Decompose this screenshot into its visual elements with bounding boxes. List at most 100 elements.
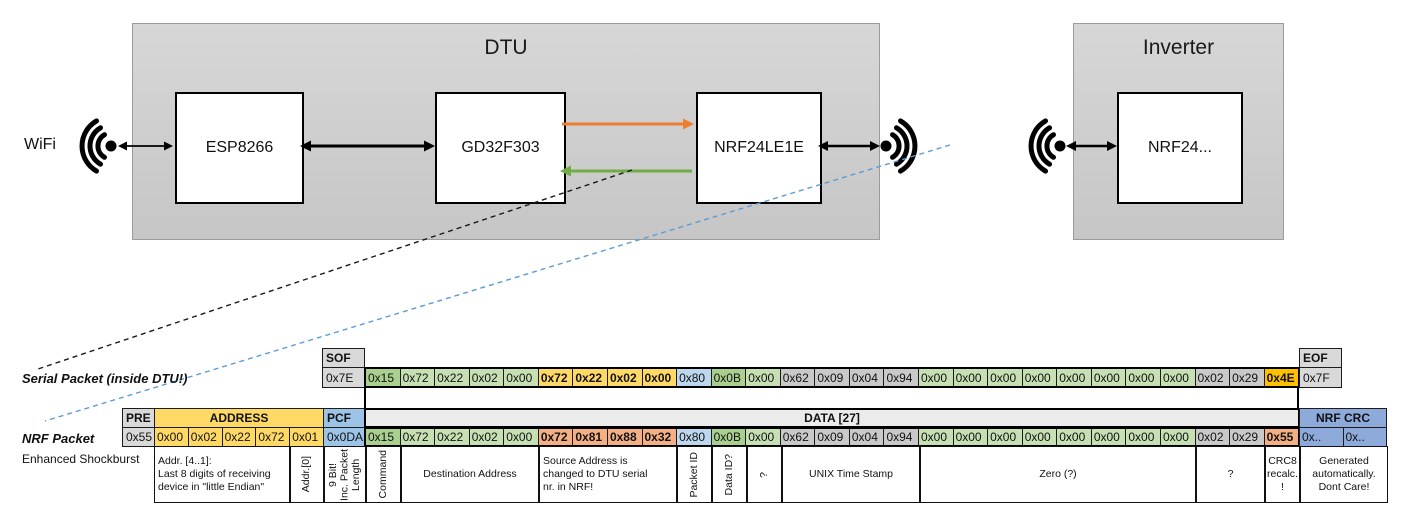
chip-inverter-nrf24: NRF24... — [1117, 92, 1243, 204]
byte-cell: 0x00 — [1160, 429, 1196, 445]
pcf-value: 0x0DA — [323, 427, 365, 447]
annotation-cell: 9 Bit! Inc. Packet Length — [324, 446, 366, 503]
annotation-cell: Packet ID — [677, 446, 712, 503]
byte-cell: 0x22 — [435, 429, 470, 445]
byte-cell: 0x00 — [1057, 429, 1092, 445]
byte-cell: 0x29 — [1230, 429, 1265, 445]
byte-cell: 0x00 — [953, 369, 989, 386]
annotation-cell: CRC8 recalc. ! — [1265, 446, 1300, 503]
nrf-packet-label: NRF Packet — [22, 431, 95, 446]
byte-cell: 0x62 — [780, 429, 816, 445]
annotation-cell: Command — [366, 446, 401, 503]
annotation-cell: Source Address is changed to DTU serial … — [539, 446, 677, 503]
nrf-annotation-row: Addr. [4..1]: Last 8 digits of receiving… — [154, 446, 1392, 503]
table-connector-line — [364, 388, 366, 409]
byte-cell: 0x22 — [573, 369, 608, 386]
serial-packet-label: Serial Packet (inside DTU!) — [22, 371, 188, 386]
byte-cell: 0x62 — [780, 369, 816, 386]
byte-cell: 0x0B — [711, 429, 747, 445]
byte-cell: 0x29 — [1230, 369, 1265, 386]
pre-header: PRE — [122, 408, 155, 428]
byte-cell: 0x00 — [1160, 369, 1196, 386]
byte-cell: 0x00 — [1022, 369, 1058, 386]
dtu-title: DTU — [484, 36, 528, 59]
byte-cell: 0x02 — [188, 428, 223, 446]
byte-cell: 0x09 — [815, 429, 850, 445]
nrf-crc-header: NRF CRC — [1299, 408, 1387, 428]
byte-cell: 0x4E — [1264, 369, 1299, 386]
byte-cell: 0x00 — [642, 369, 678, 386]
annotation-cell: ? — [747, 446, 782, 503]
byte-cell: 0x15 — [366, 429, 401, 445]
annotation-cell: Addr. [4..1]: Last 8 digits of receiving… — [154, 446, 290, 503]
annotation-cell: ? — [1196, 446, 1265, 503]
table-connector-line — [1297, 388, 1299, 409]
pcf-header: PCF — [323, 408, 365, 428]
byte-cell: 0x09 — [815, 369, 850, 386]
serial-header-spacer — [365, 348, 1299, 368]
byte-cell: 0x94 — [884, 429, 919, 445]
byte-cell: 0x04 — [849, 429, 885, 445]
byte-cell: 0x15 — [366, 369, 401, 386]
nrf-packet-sublabel: Enhanced Shockburst — [22, 452, 140, 466]
address-header: ADDRESS — [154, 408, 324, 428]
sof-header: SOF — [322, 348, 365, 368]
byte-cell: 0x.. — [1300, 428, 1344, 446]
byte-cell: 0x.. — [1343, 428, 1386, 446]
data-header: DATA [27] — [364, 408, 1300, 428]
sof-value: 0x7E — [322, 367, 365, 388]
wifi-icon — [880, 118, 918, 174]
byte-cell: 0x00 — [988, 369, 1023, 386]
byte-cell: 0x00 — [1126, 369, 1161, 386]
wifi-icon — [79, 118, 117, 174]
byte-cell: 0x00 — [746, 369, 781, 386]
byte-cell: 0x01 — [290, 428, 323, 446]
annotation-cell: Zero (?) — [920, 446, 1196, 503]
byte-cell: 0x00 — [1091, 429, 1127, 445]
byte-cell: 0x00 — [504, 429, 539, 445]
byte-cell: 0x22 — [222, 428, 257, 446]
annotation-cell: UNIX Time Stamp — [782, 446, 920, 503]
byte-cell: 0x00 — [1057, 369, 1092, 386]
byte-cell: 0x0B — [711, 369, 747, 386]
byte-cell: 0x72 — [256, 428, 291, 446]
byte-cell: 0x72 — [538, 369, 574, 386]
byte-cell: 0x00 — [155, 428, 189, 446]
byte-cell: 0x72 — [400, 429, 436, 445]
byte-cell: 0x00 — [1022, 429, 1058, 445]
byte-cell: 0x00 — [988, 429, 1023, 445]
byte-cell: 0x00 — [1126, 429, 1161, 445]
nrf-packet-table: PRE ADDRESS PCF DATA [27] NRF CRC 0x55 0… — [122, 408, 1392, 503]
byte-cell: 0x22 — [435, 369, 470, 386]
byte-cell: 0x00 — [746, 429, 781, 445]
inverter-title: Inverter — [1142, 36, 1215, 59]
byte-cell: 0x72 — [538, 429, 574, 445]
byte-cell: 0x81 — [573, 429, 608, 445]
wifi-label: WiFi — [24, 136, 56, 153]
byte-cell: 0x94 — [884, 369, 919, 386]
byte-cell: 0x00 — [953, 429, 989, 445]
byte-cell: 0x00 — [919, 369, 954, 386]
byte-cell: 0x02 — [469, 369, 505, 386]
byte-cell: 0x80 — [677, 429, 712, 445]
annotation-cell: Generated automatically. Dont Care! — [1300, 446, 1388, 503]
chip-gd32f303: GD32F303 — [435, 92, 566, 204]
annotation-cell: Destination Address — [401, 446, 539, 503]
byte-cell: 0x02 — [1195, 369, 1231, 386]
byte-cell: 0x72 — [400, 369, 436, 386]
byte-cell: 0x00 — [504, 369, 539, 386]
chip-esp8266: ESP8266 — [175, 92, 304, 204]
annotation-cell: Data ID? — [712, 446, 747, 503]
byte-cell: 0x00 — [919, 429, 954, 445]
eof-value: 0x7F — [1299, 367, 1342, 388]
byte-cell: 0x88 — [607, 429, 643, 445]
byte-cell: 0x55 — [1264, 429, 1299, 445]
byte-cell: 0x00 — [1091, 369, 1127, 386]
byte-cell: 0x32 — [642, 429, 678, 445]
byte-cell: 0x02 — [607, 369, 643, 386]
